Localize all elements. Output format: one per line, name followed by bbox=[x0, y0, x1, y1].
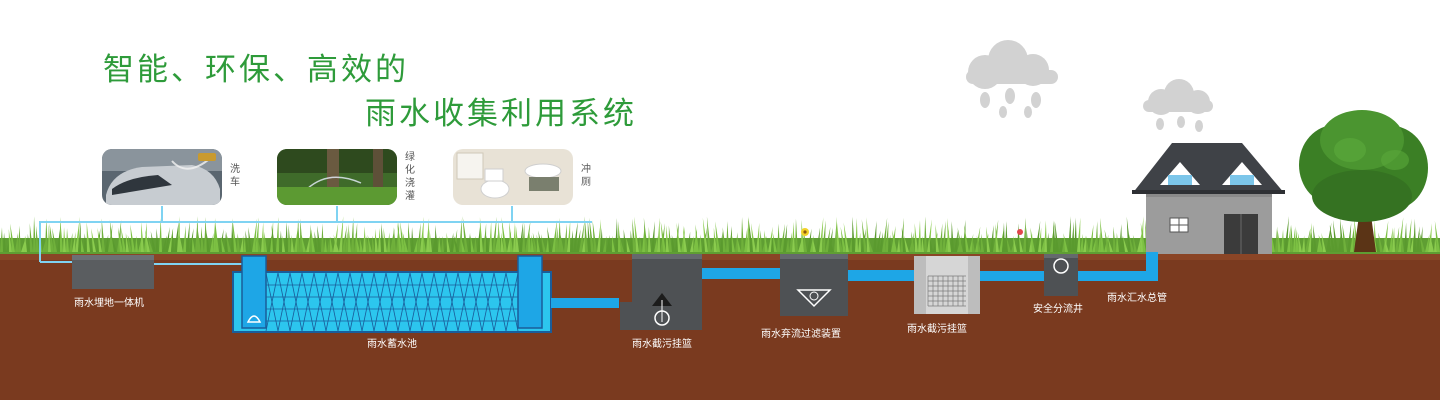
headline-line-1: 智能、环保、高效的 bbox=[103, 52, 409, 88]
cloud-icon bbox=[966, 40, 1058, 118]
integrated-unit bbox=[72, 255, 154, 289]
interception-basket-well bbox=[620, 254, 702, 330]
car-wash-photo bbox=[102, 149, 222, 205]
safety-diverter-well bbox=[1044, 254, 1078, 296]
house-icon bbox=[1132, 143, 1285, 254]
diversion-filter-device bbox=[780, 254, 848, 316]
soil-shade bbox=[0, 252, 1440, 260]
flower-icon bbox=[801, 228, 809, 236]
tree-icon bbox=[1299, 110, 1428, 252]
use-label-toilet-flush: 冲厕 bbox=[581, 164, 591, 188]
label-interception-basket-1: 雨水截污挂篮 bbox=[632, 339, 692, 350]
label-storage-tank: 雨水蓄水池 bbox=[367, 339, 417, 350]
headline-line-2: 雨水收集利用系统 bbox=[365, 96, 637, 132]
stainless-basket bbox=[914, 256, 980, 314]
label-diversion-filter: 雨水弃流过滤装置 bbox=[761, 329, 841, 340]
use-label-irrigation: 绿化浇灌 bbox=[405, 152, 415, 202]
water-pipe bbox=[551, 252, 1158, 308]
storage-tank bbox=[232, 255, 552, 333]
cloud-icon bbox=[1143, 79, 1213, 132]
label-main-collection-pipe: 雨水汇水总管 bbox=[1107, 293, 1167, 304]
flower-icon bbox=[1017, 229, 1023, 235]
toilet-photo bbox=[453, 149, 573, 205]
grass-strip bbox=[0, 216, 1440, 254]
use-label-car-wash: 洗车 bbox=[230, 164, 240, 188]
label-interception-basket-2: 雨水截污挂篮 bbox=[907, 324, 967, 335]
lawn-sprinkler-photo bbox=[277, 149, 397, 205]
label-integrated-unit: 雨水埋地一体机 bbox=[74, 298, 144, 309]
supply-line bbox=[39, 206, 592, 265]
label-safety-diverter: 安全分流井 bbox=[1033, 304, 1083, 315]
